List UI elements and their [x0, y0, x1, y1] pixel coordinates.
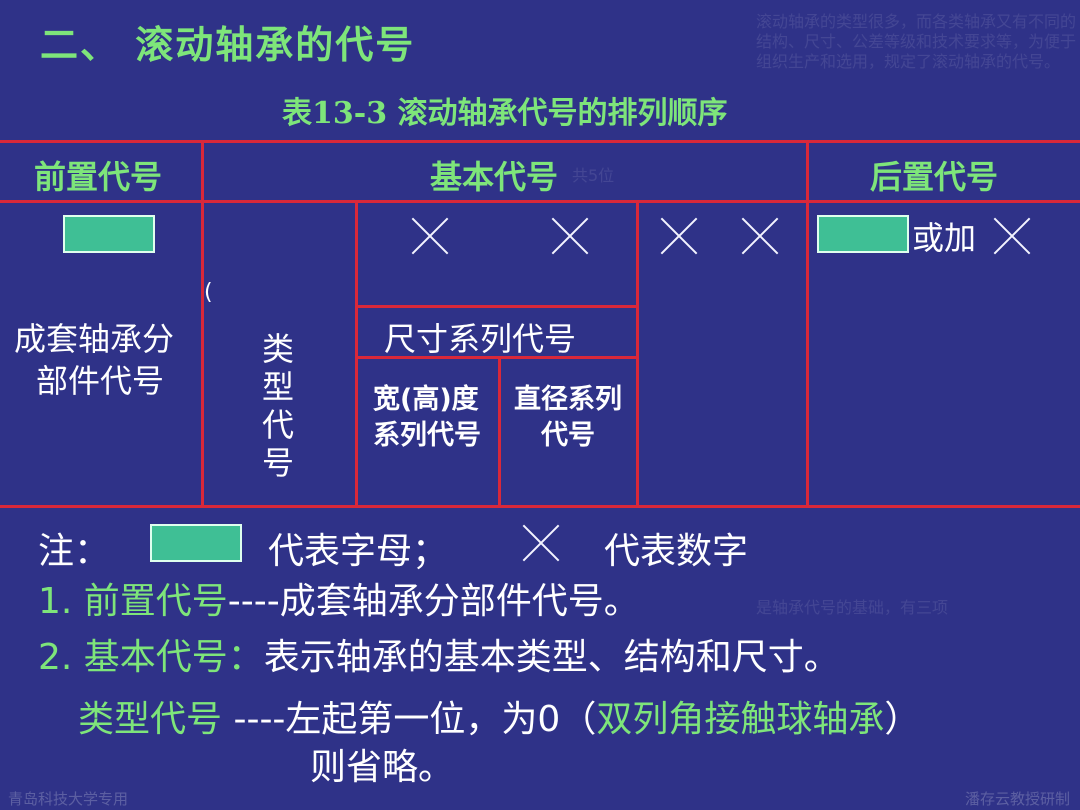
table-line [201, 140, 204, 508]
width-series-line2: 系列代号 [373, 420, 481, 451]
header-rear-code: 后置代号 [870, 158, 999, 196]
ghost-text-mid: 是轴承代号的基础，有三项 [756, 598, 949, 617]
note-label: 注： [38, 531, 111, 572]
table-line [636, 200, 639, 508]
type-code-char: 类 [261, 330, 294, 368]
type-label: 类型代号 [78, 699, 223, 740]
or-add-label: 或加 [912, 219, 977, 257]
letter-meaning: 代表字母； [268, 531, 449, 572]
table-caption: 表13-3 滚动轴承代号的排列顺序 [282, 96, 728, 131]
page-title: 二、 滚动轴承的代号 [40, 23, 416, 67]
size-series-label: 尺寸系列代号 [384, 320, 577, 358]
type-rest-a: ----左起第一位，为0（ [222, 699, 597, 740]
digit-cross-icon [741, 217, 779, 255]
type-green: 双列角接触球轴承 [596, 699, 885, 740]
type-code-char: 代 [261, 406, 294, 444]
note-item-2: 2. 基本代号：表示轴承的基本类型、结构和尺寸。 [38, 628, 840, 680]
table-line [498, 356, 501, 508]
ghost-text-right: 滚动轴承的类型很多，而各类轴承又有不同的结构、尺寸、公差等级和技术要求等，为便于… [756, 12, 1077, 71]
type-rest-b: ） [884, 699, 921, 740]
letter-box-legend [150, 524, 242, 562]
type-code-vertical: 类 型 代 号 [258, 330, 298, 482]
front-desc-line1: 成套轴承分 [14, 320, 175, 358]
paren-mark: ( [204, 280, 213, 305]
note-item-1: 1. 前置代号----成套轴承分部件代号。 [38, 572, 640, 624]
digit-cross-icon [660, 217, 698, 255]
type-code-char: 号 [261, 444, 294, 482]
table-line [0, 200, 1080, 203]
digit-cross-icon [411, 217, 449, 255]
digit-meaning: 代表数字 [604, 531, 749, 572]
table-line [0, 505, 1080, 508]
header-front-code: 前置代号 [34, 158, 163, 196]
footer-right: 潘存云教授研制 [964, 790, 1070, 808]
front-desc-line2: 部件代号 [36, 362, 165, 400]
diameter-series-label: 直径系列 代号 [506, 382, 630, 454]
width-series-line1: 宽(高)度 [373, 384, 479, 415]
type-code-char: 型 [261, 368, 294, 406]
width-series-label: 宽(高)度 系列代号 [373, 382, 481, 454]
digit-cross-icon [993, 217, 1031, 255]
table-line [806, 140, 809, 508]
item2-rest: 表示轴承的基本类型、结构和尺寸。 [263, 637, 840, 678]
header-basic-code: 基本代号 [430, 158, 559, 196]
digit-cross-icon [551, 217, 589, 255]
table-line [0, 140, 1080, 143]
table-line [357, 356, 638, 359]
note-type-code: 类型代号 ----左起第一位，为0（双列角接触球轴承） [78, 690, 920, 742]
table-line [355, 200, 358, 508]
letter-box-front [63, 215, 155, 253]
item1-prefix: 1. 前置代号 [38, 581, 228, 622]
table-line [357, 305, 638, 308]
item1-rest: ----成套轴承分部件代号。 [227, 581, 640, 622]
footer-left: 青岛科技大学专用 [8, 790, 129, 808]
digit-cross-icon-legend [522, 524, 560, 562]
diameter-series-line2: 代号 [541, 420, 595, 451]
item2-prefix: 2. 基本代号： [38, 637, 264, 678]
diameter-series-line1: 直径系列 [514, 384, 622, 415]
note-omit: 则省略。 [310, 747, 455, 788]
ghost-text-small: 共5位 [572, 166, 615, 185]
letter-box-rear [817, 215, 909, 253]
